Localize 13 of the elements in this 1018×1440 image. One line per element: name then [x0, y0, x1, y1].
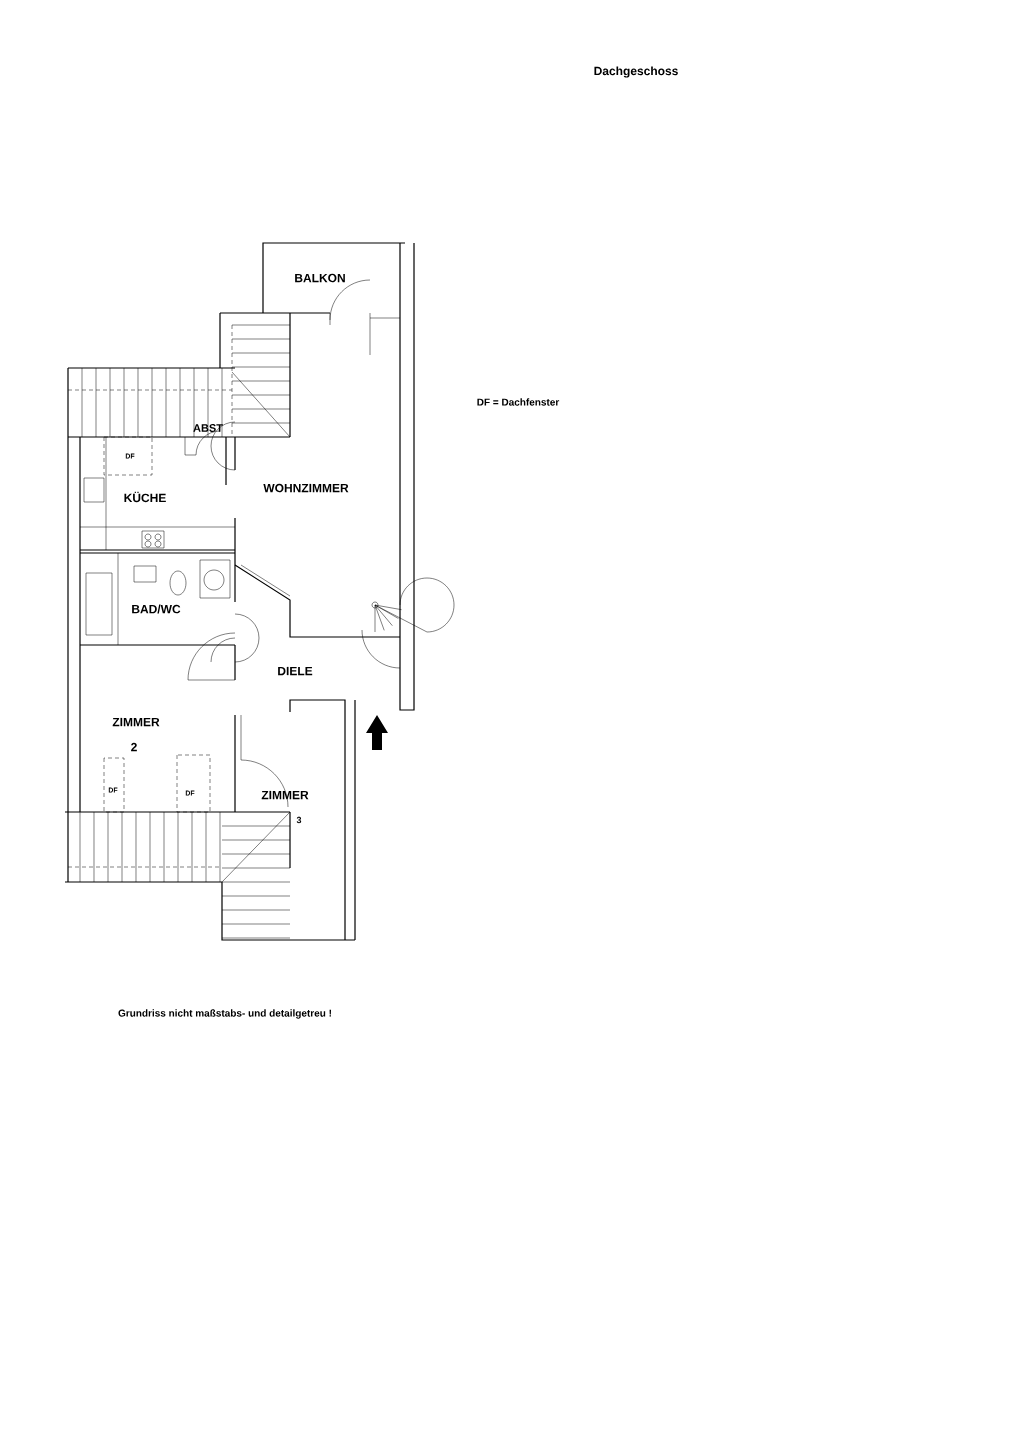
- room-label: ABST: [193, 424, 223, 432]
- room-label: WOHNZIMMER: [263, 483, 349, 493]
- room-number: 2: [131, 742, 137, 752]
- room-label: BALKON: [295, 273, 345, 283]
- caption: Grundriss nicht maßstabs- und detailgetreu !: [118, 1009, 331, 1019]
- room-label: BAD/WC: [132, 604, 181, 614]
- legend-note: DF = Dachfenster: [477, 398, 560, 406]
- room-number: 3: [296, 816, 302, 824]
- room-label: ZIMMER: [261, 790, 309, 800]
- room-label: DIELE: [278, 666, 313, 676]
- title: Dachgeschoss: [594, 66, 678, 78]
- room-label: ZIMMER: [112, 717, 160, 727]
- room-label: KÜCHE: [124, 491, 166, 503]
